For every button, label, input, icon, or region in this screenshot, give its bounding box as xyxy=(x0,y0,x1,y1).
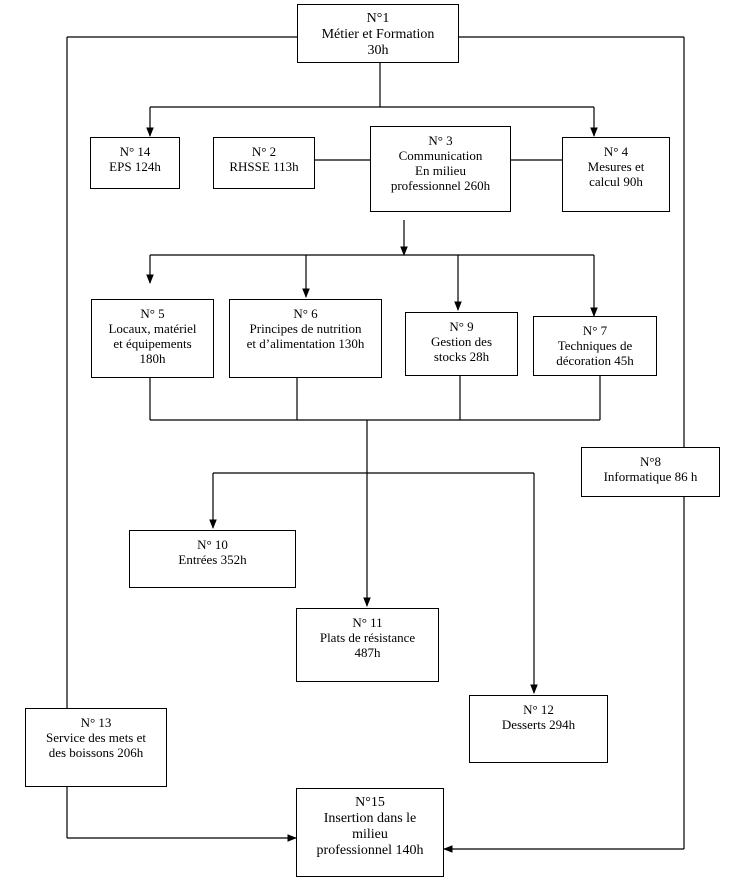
module-n9: N° 9 Gestion des stocks 28h xyxy=(405,312,518,376)
module-n1-line-2: Métier et Formation xyxy=(321,27,435,42)
module-n3: N° 3 Communication En milieu professionn… xyxy=(370,126,511,212)
module-n5-line-3: et équipements xyxy=(113,336,192,351)
module-n2-line-2: RHSSE 113h xyxy=(229,159,299,174)
module-n15: N°15 Insertion dans le milieu profession… xyxy=(296,788,444,877)
module-n6: N° 6 Principes de nutrition et d’aliment… xyxy=(229,299,382,378)
module-n11-line-1: N° 11 xyxy=(352,615,383,630)
module-n3-line-3: En milieu xyxy=(415,163,466,178)
module-n1: N°1 Métier et Formation 30h xyxy=(297,4,459,63)
module-n8-line-1: N°8 xyxy=(639,454,662,469)
module-n14: N° 14 EPS 124h xyxy=(90,137,180,189)
module-n7: N° 7 Techniques de décoration 45h xyxy=(533,316,657,376)
module-n11-line-2: Plats de résistance xyxy=(319,630,416,645)
module-n1-line-3: 30h xyxy=(367,43,389,58)
module-n4-line-1: N° 4 xyxy=(603,144,629,159)
module-n13-line-1: N° 13 xyxy=(80,715,112,730)
module-n9-line-1: N° 9 xyxy=(449,319,474,334)
module-n6-line-2: Principes de nutrition xyxy=(249,321,362,336)
module-n11: N° 11 Plats de résistance 487h xyxy=(296,608,439,682)
module-n5-line-4: 180h xyxy=(139,351,166,366)
module-n4-line-3: calcul 90h xyxy=(589,174,643,189)
module-n10-line-1: N° 10 xyxy=(197,537,228,552)
module-n9-line-2: Gestion des xyxy=(430,334,493,349)
module-n2-line-1: N° 2 xyxy=(251,144,277,159)
module-n8-line-2: Informatique 86 h xyxy=(603,469,698,484)
module-n12: N° 12 Desserts 294h xyxy=(469,695,608,763)
module-n3-line-2: Communication xyxy=(398,148,483,163)
module-n3-line-4: professionnel 260h xyxy=(390,178,491,193)
module-n5-line-1: N° 5 xyxy=(140,306,165,321)
module-n4-line-2: Mesures et xyxy=(587,159,645,174)
module-n3-line-1: N° 3 xyxy=(428,133,453,148)
module-n6-line-3: et d’alimentation 130h xyxy=(246,336,365,351)
module-n10-line-2: Entrées 352h xyxy=(178,552,247,567)
module-n5-line-2: Locaux, matériel xyxy=(108,321,197,336)
module-n4: N° 4 Mesures et calcul 90h xyxy=(562,137,670,212)
module-n14-line-1: N° 14 xyxy=(119,144,151,159)
module-n15-line-2: Insertion dans le xyxy=(323,811,417,826)
module-n9-line-3: stocks 28h xyxy=(433,349,490,364)
module-n6-line-1: N° 6 xyxy=(293,306,318,321)
module-n15-line-1: N°15 xyxy=(355,795,385,810)
module-n14-line-2: EPS 124h xyxy=(109,159,161,174)
module-n7-line-3: décoration 45h xyxy=(556,353,634,368)
module-n15-line-3: milieu xyxy=(352,827,388,842)
module-n13-line-3: des boissons 206h xyxy=(48,745,144,760)
module-n13: N° 13 Service des mets et des boissons 2… xyxy=(25,708,167,787)
module-n7-line-1: N° 7 xyxy=(582,323,608,338)
module-n2: N° 2 RHSSE 113h xyxy=(213,137,315,189)
module-n15-line-4: professionnel 140h xyxy=(316,843,424,858)
module-n8: N°8 Informatique 86 h xyxy=(581,447,720,497)
module-n13-line-2: Service des mets et xyxy=(46,730,146,745)
module-n7-line-2: Techniques de xyxy=(557,338,633,353)
module-n1-line-1: N°1 xyxy=(366,11,390,26)
module-n12-line-1: N° 12 xyxy=(523,702,554,717)
module-n11-line-3: 487h xyxy=(354,645,381,660)
module-n12-line-2: Desserts 294h xyxy=(501,717,576,732)
module-n10: N° 10 Entrées 352h xyxy=(129,530,296,588)
module-n5: N° 5 Locaux, matériel et équipements 180… xyxy=(91,299,214,378)
